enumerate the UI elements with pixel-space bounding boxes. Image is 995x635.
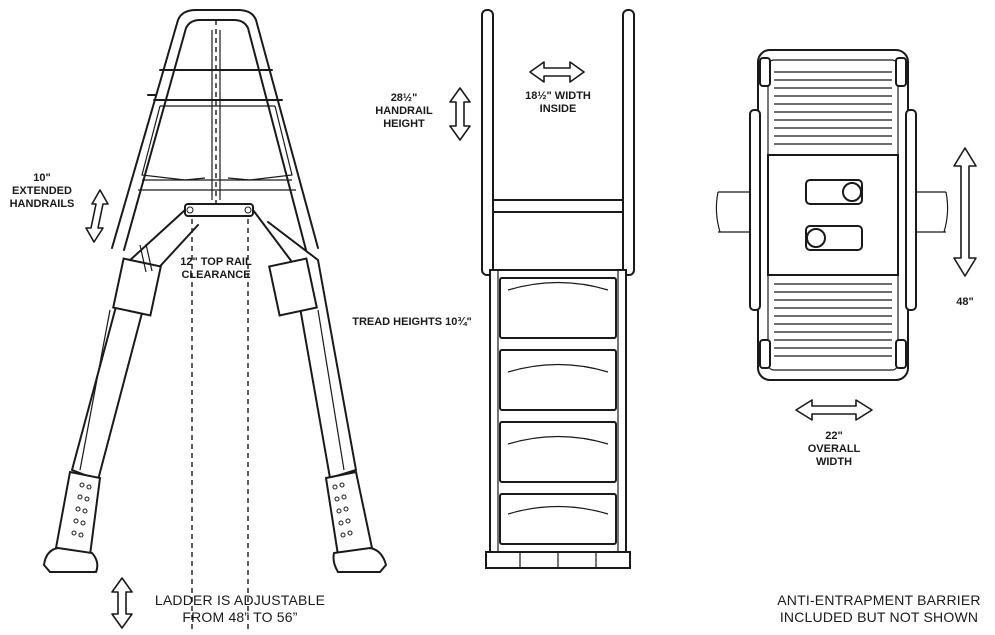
extender-holes-right: [332, 482, 353, 538]
extended-handrails-arrow: [85, 189, 109, 243]
barrier-note-line1: ANTI-ENTRAPMENT BARRIER: [777, 592, 981, 608]
barrier-note-label: ANTI-ENTRAPMENT BARRIER INCLUDED BUT NOT…: [766, 592, 992, 626]
handrail-height-dim: 28½": [390, 92, 418, 104]
handrail-height-line3: HEIGHT: [383, 118, 425, 130]
overall-width-label: 22" OVERALL WIDTH: [794, 430, 874, 469]
extended-handrails-label: 10" EXTENDED HANDRAILS: [4, 172, 80, 211]
adjustable-arrow: [111, 577, 133, 629]
treads: [499, 277, 617, 545]
pool-wall-dashed: [191, 20, 249, 632]
depth-48-label: 48": [950, 296, 980, 309]
width-inside-arrow: [529, 61, 585, 83]
lower-tread-hatch: [774, 283, 892, 357]
extended-handrails-dim: 10": [33, 172, 51, 184]
top-rail-clearance-line1: 12" TOP RAIL: [180, 256, 252, 268]
handrail-height-arrow: [449, 87, 471, 141]
extender-holes-left: [71, 482, 92, 538]
tread-heights-text: TREAD HEIGHTS 10¾": [352, 316, 472, 328]
width-inside-line2: INSIDE: [539, 103, 577, 115]
width-inside-line1: 18½" WIDTH: [525, 90, 591, 102]
handrail-height-label: 28½" HANDRAIL HEIGHT: [364, 92, 444, 131]
top-view-ladder: [715, 49, 949, 381]
handrail-height-line2: HANDRAIL: [375, 105, 433, 117]
extended-handrails-line3: HANDRAILS: [9, 198, 75, 210]
front-view-ladder: [481, 9, 635, 569]
tread-heights-label: TREAD HEIGHTS 10¾": [342, 316, 482, 329]
adjustable-line2: FROM 48” TO 56”: [182, 609, 298, 625]
barrier-note-line2: INCLUDED BUT NOT SHOWN: [779, 609, 979, 625]
overall-width-line3: WIDTH: [815, 456, 853, 468]
extended-handrails-line2: EXTENDED: [12, 185, 72, 197]
width-inside-label: 18½" WIDTH INSIDE: [505, 90, 611, 116]
top-rail-clearance-line2: CLEARANCE: [181, 269, 251, 281]
side-view-ladder: [42, 9, 388, 632]
adjustable-label: LADDER IS ADJUSTABLE FROM 48” TO 56”: [140, 592, 340, 626]
overall-width-arrow: [795, 399, 873, 421]
upper-tread-hatch: [774, 71, 892, 145]
overall-width-line2: OVERALL: [807, 443, 861, 455]
top-rail-clearance-label: 12" TOP RAIL CLEARANCE: [160, 256, 272, 282]
depth-48-arrow: [953, 147, 977, 277]
adjustable-line1: LADDER IS ADJUSTABLE: [154, 592, 326, 608]
depth-48-text: 48": [956, 296, 974, 308]
overall-width-dim: 22": [825, 430, 843, 442]
